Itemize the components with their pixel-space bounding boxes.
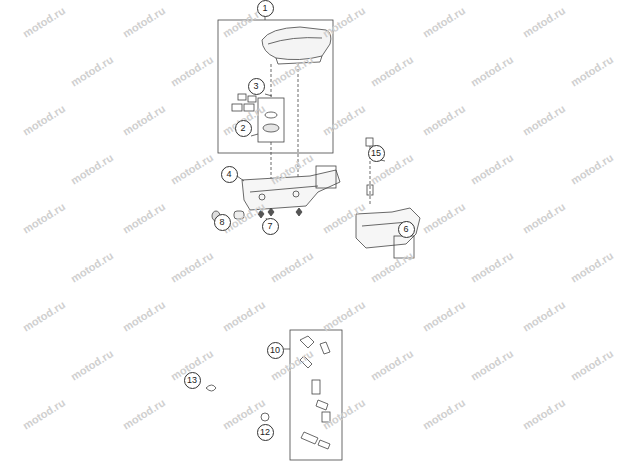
watermark: motod.ru bbox=[420, 396, 467, 431]
watermark: motod.ru bbox=[568, 347, 615, 382]
watermark: motod.ru bbox=[68, 347, 115, 382]
callout-number: 15 bbox=[371, 149, 381, 158]
watermark: motod.ru bbox=[420, 4, 467, 39]
callout-circle: 1 bbox=[257, 0, 274, 17]
watermark: motod.ru bbox=[468, 151, 515, 186]
callout-circle: 2 bbox=[235, 120, 252, 137]
watermark: motod.ru bbox=[568, 249, 615, 284]
callout-number: 2 bbox=[240, 124, 245, 133]
watermark: motod.ru bbox=[268, 53, 315, 88]
callout-circle: 7 bbox=[262, 218, 279, 235]
watermark: motod.ru bbox=[68, 53, 115, 88]
group-frame bbox=[290, 330, 342, 460]
watermark: motod.ru bbox=[68, 249, 115, 284]
watermark: motod.ru bbox=[568, 53, 615, 88]
callout-number: 13 bbox=[187, 376, 197, 385]
watermark: motod.ru bbox=[120, 298, 167, 333]
watermark: motod.ru bbox=[268, 151, 315, 186]
watermark: motod.ru bbox=[320, 396, 367, 431]
watermark: motod.ru bbox=[20, 4, 67, 39]
watermark: motod.ru bbox=[20, 298, 67, 333]
callout-circle: 4 bbox=[221, 166, 238, 183]
watermark: motod.ru bbox=[520, 298, 567, 333]
watermark: motod.ru bbox=[320, 200, 367, 235]
callout-number: 4 bbox=[226, 170, 231, 179]
watermark: motod.ru bbox=[68, 151, 115, 186]
callout-circle: 13 bbox=[184, 372, 201, 389]
watermark: motod.ru bbox=[468, 249, 515, 284]
watermark: motod.ru bbox=[368, 249, 415, 284]
watermark: motod.ru bbox=[20, 102, 67, 137]
watermark: motod.ru bbox=[320, 4, 367, 39]
watermark: motod.ru bbox=[20, 396, 67, 431]
watermark: motod.ru bbox=[320, 298, 367, 333]
watermark: motod.ru bbox=[468, 347, 515, 382]
watermark: motod.ru bbox=[20, 200, 67, 235]
watermark: motod.ru bbox=[420, 200, 467, 235]
watermark: motod.ru bbox=[520, 396, 567, 431]
watermark: motod.ru bbox=[120, 102, 167, 137]
watermark: motod.ru bbox=[368, 53, 415, 88]
watermark: motod.ru bbox=[120, 4, 167, 39]
watermark: motod.ru bbox=[320, 102, 367, 137]
watermark: motod.ru bbox=[420, 102, 467, 137]
watermark: motod.ru bbox=[168, 53, 215, 88]
callout-circle: 10 bbox=[267, 342, 284, 359]
watermark: motod.ru bbox=[568, 151, 615, 186]
callout-number: 3 bbox=[253, 82, 258, 91]
watermark: motod.ru bbox=[520, 200, 567, 235]
watermark: motod.ru bbox=[168, 151, 215, 186]
callout-number: 10 bbox=[270, 346, 280, 355]
callout-circle: 3 bbox=[248, 78, 265, 95]
watermark: motod.ru bbox=[268, 249, 315, 284]
callout-number: 1 bbox=[262, 4, 267, 13]
callout-circle: 12 bbox=[257, 424, 274, 441]
callout-number: 6 bbox=[403, 225, 408, 234]
watermark: motod.ru bbox=[168, 249, 215, 284]
callout-number: 7 bbox=[267, 222, 272, 231]
watermark: motod.ru bbox=[120, 396, 167, 431]
callout-circle: 6 bbox=[398, 221, 415, 238]
watermark: motod.ru bbox=[520, 4, 567, 39]
callout-circle: 15 bbox=[368, 145, 385, 162]
watermark: motod.ru bbox=[468, 53, 515, 88]
watermark: motod.ru bbox=[220, 298, 267, 333]
callout-circle: 8 bbox=[214, 214, 231, 231]
group-frame bbox=[218, 20, 333, 153]
watermark: motod.ru bbox=[420, 298, 467, 333]
watermark: motod.ru bbox=[120, 200, 167, 235]
watermark: motod.ru bbox=[368, 347, 415, 382]
watermark: motod.ru bbox=[520, 102, 567, 137]
callout-number: 12 bbox=[260, 428, 270, 437]
callout-number: 8 bbox=[219, 218, 224, 227]
